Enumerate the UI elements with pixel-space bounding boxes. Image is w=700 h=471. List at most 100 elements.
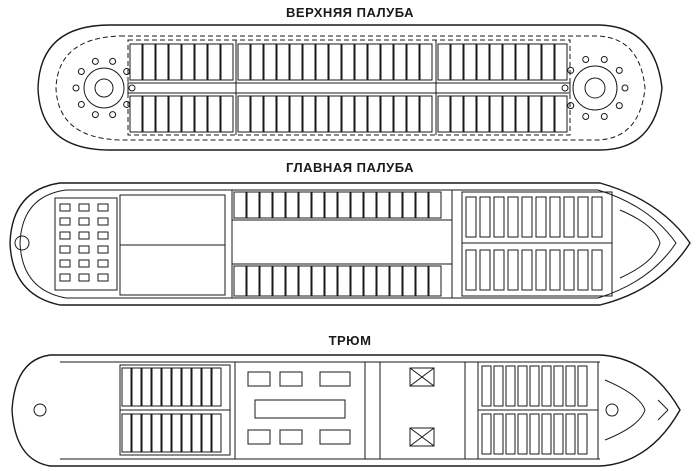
cabin [367, 43, 381, 81]
seat [77, 100, 85, 108]
cabin [489, 43, 503, 81]
cabin [181, 43, 195, 81]
cabin [298, 191, 312, 219]
cabin [207, 43, 221, 81]
cabin [201, 367, 212, 407]
cabin [151, 367, 162, 407]
cabin [155, 43, 169, 81]
cabin [141, 367, 152, 407]
cabin [161, 367, 172, 407]
main-deck-hull [9, 182, 691, 306]
cabin [131, 413, 142, 453]
cabin [389, 265, 403, 297]
seat [72, 84, 80, 92]
cabin [528, 43, 542, 81]
bunk [521, 249, 533, 291]
cabin [181, 95, 195, 133]
cabin [233, 265, 247, 297]
cabin [259, 191, 273, 219]
main-deck-forward-cabins [461, 191, 613, 297]
cabin [389, 191, 403, 219]
cabin [259, 265, 273, 297]
bunk [553, 365, 564, 407]
bunk [577, 249, 589, 291]
cabin [315, 95, 329, 133]
cabin [220, 43, 234, 81]
bunk [535, 196, 547, 238]
table [59, 273, 71, 282]
main-deck-plan [9, 182, 691, 306]
cabin [191, 367, 202, 407]
bunk [529, 413, 540, 455]
bunk [517, 365, 528, 407]
bunk [591, 196, 603, 238]
bunk [563, 196, 575, 238]
main-deck-cabins [233, 191, 442, 297]
cabin [311, 191, 325, 219]
main-deck-bunks [465, 196, 603, 291]
table [78, 203, 90, 212]
cabin [272, 265, 286, 297]
cabin [220, 95, 234, 133]
cabin [415, 265, 429, 297]
bunk [577, 365, 588, 407]
cabin [246, 265, 260, 297]
bunk [493, 413, 504, 455]
cabin [272, 191, 286, 219]
bunk [521, 196, 533, 238]
cabin [489, 95, 503, 133]
seat [109, 57, 117, 65]
seat [561, 84, 569, 92]
cabin [502, 95, 516, 133]
cabin [211, 413, 222, 453]
cabin [237, 95, 251, 133]
machine [319, 371, 351, 387]
seat [123, 100, 131, 108]
cabin [450, 95, 464, 133]
seat [77, 68, 85, 76]
cabin [363, 265, 377, 297]
upper-deck-plan [37, 24, 663, 151]
cabin [328, 43, 342, 81]
cabin [141, 413, 152, 453]
seat [109, 111, 117, 119]
table [97, 245, 109, 254]
table [59, 245, 71, 254]
cargo-hatch [409, 427, 435, 447]
cabin [201, 413, 212, 453]
machine [319, 429, 351, 445]
cabin [437, 43, 451, 81]
cabin [246, 191, 260, 219]
main-deck-title: ГЛАВНАЯ ПАЛУБА [285, 160, 414, 175]
cabin [354, 43, 368, 81]
cabin [211, 367, 222, 407]
cabin [207, 95, 221, 133]
cabin [380, 43, 394, 81]
table [59, 217, 71, 226]
cabin [194, 95, 208, 133]
hold-bow-device [605, 403, 619, 417]
cabin [142, 95, 156, 133]
cabin [554, 43, 568, 81]
bunk [493, 196, 505, 238]
cabin [129, 95, 143, 133]
cabin [341, 43, 355, 81]
main-deck-cabin-block [231, 189, 453, 299]
machine [279, 429, 303, 445]
cabin [237, 43, 251, 81]
cabin [233, 191, 247, 219]
hold-hull [11, 354, 681, 467]
cabin [337, 191, 351, 219]
cabin [528, 95, 542, 133]
bunk [465, 196, 477, 238]
upper-deck-corridor [127, 82, 571, 94]
cabin [393, 43, 407, 81]
cabin [350, 265, 364, 297]
cabin [541, 95, 555, 133]
upper-deck-inner-line [55, 35, 646, 141]
cabin [354, 95, 368, 133]
cabin [302, 43, 316, 81]
cabin [437, 95, 451, 133]
cabin [476, 43, 490, 81]
